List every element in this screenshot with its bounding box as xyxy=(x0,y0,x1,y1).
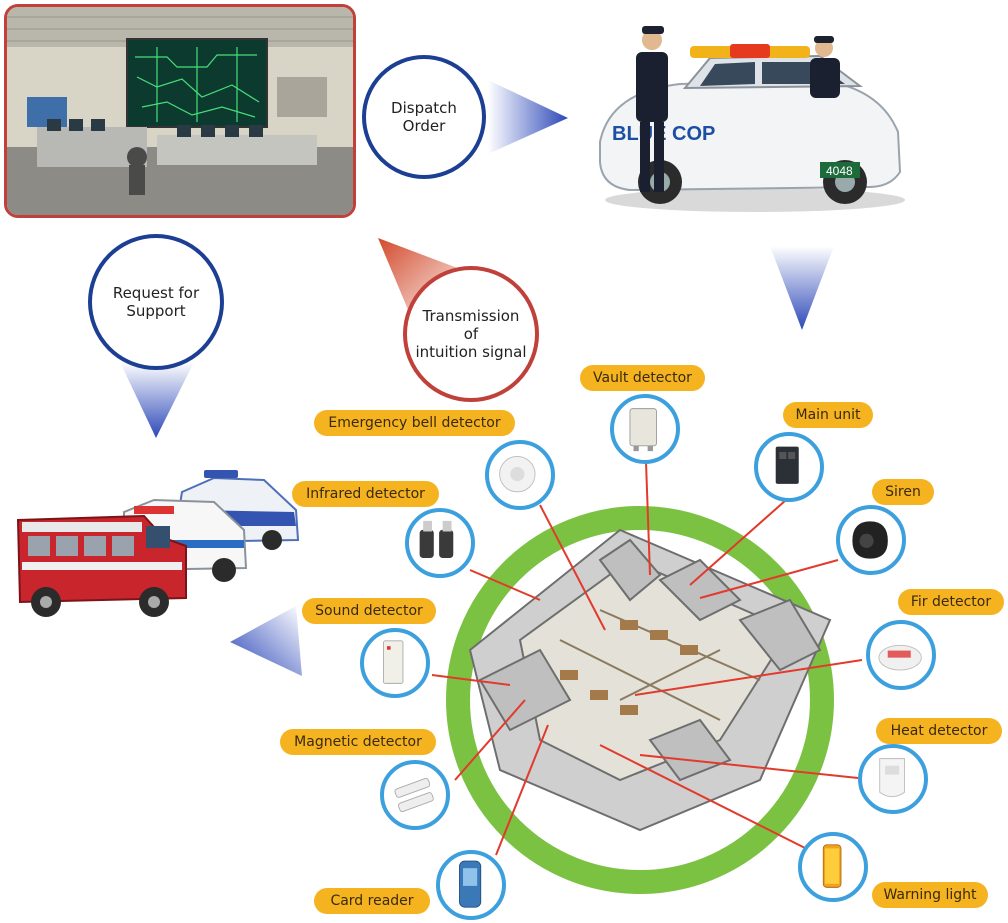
siren-image xyxy=(836,505,906,575)
main-unit-image xyxy=(754,432,824,502)
fir-detector-image xyxy=(866,620,936,690)
infrared-detector-image xyxy=(405,508,475,578)
card-reader-image xyxy=(436,850,506,920)
vault-detector-image xyxy=(610,394,680,464)
dispatch-order-circle: Dispatch Order xyxy=(362,55,486,179)
infrared-detector-label: Infrared detector xyxy=(292,481,439,507)
emergency-bell-detector-label: Emergency bell detector xyxy=(314,410,515,436)
sound-detector-label: Sound detector xyxy=(302,598,436,624)
warning-light-label: Warning light xyxy=(872,882,988,908)
main-unit-label: Main unit xyxy=(783,402,873,428)
vault-detector-label: Vault detector xyxy=(580,365,705,391)
building-floorplan xyxy=(468,528,832,832)
arrow-dispatch xyxy=(488,80,568,154)
arrow-transmission xyxy=(378,238,468,324)
building-ring xyxy=(446,506,834,894)
magnetic-detector-label: Magnetic detector xyxy=(280,729,436,755)
request-support-circle: Request for Support xyxy=(88,234,224,370)
heat-detector-image xyxy=(858,744,928,814)
arrow-to-vehicles xyxy=(230,606,302,676)
arrow-car-down xyxy=(770,246,834,330)
control-center-photo xyxy=(4,4,356,218)
transmission-circle: Transmission of intuition signal xyxy=(403,266,539,402)
card-reader-label: Card reader xyxy=(314,888,430,914)
magnetic-detector-image xyxy=(380,760,450,830)
warning-light-image xyxy=(798,832,868,902)
fir-detector-label: Fir detector xyxy=(898,589,1004,615)
emergency-vehicles-photo xyxy=(14,470,304,620)
heat-detector-label: Heat detector xyxy=(876,718,1002,744)
arrow-request-down xyxy=(120,362,194,438)
sound-detector-image xyxy=(360,628,430,698)
siren-label: Siren xyxy=(872,479,934,505)
emergency-bell-detector-image xyxy=(485,440,555,510)
car-plate-text: 4048 xyxy=(826,164,853,178)
police-car-photo: BLUE COP 4048 xyxy=(590,22,908,218)
